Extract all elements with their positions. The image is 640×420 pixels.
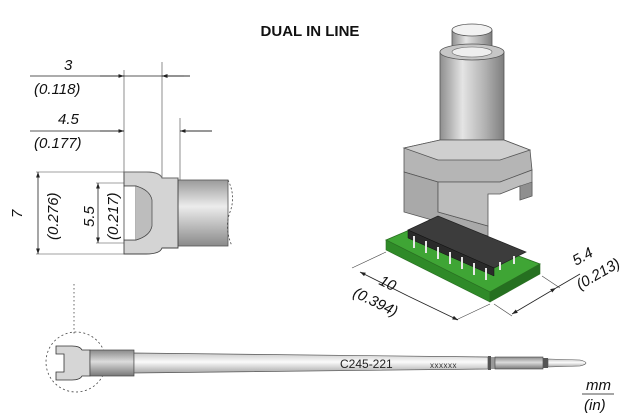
- dim-7-in: (0.276): [45, 192, 62, 240]
- diagram-title: DUAL IN LINE: [261, 23, 360, 40]
- unit-in: (in): [584, 397, 606, 414]
- isometric-view: 10 (0.394) 5.4 (0.213): [350, 23, 623, 320]
- dim-10-mm: 10: [376, 272, 399, 295]
- units-legend: mm (in): [582, 377, 614, 414]
- dim-7-mm: 7: [9, 209, 26, 218]
- tip-serial-label: xxxxxx: [430, 361, 457, 370]
- dim-4-5-mm: 4.5: [58, 111, 80, 128]
- dim-5-5-in: (0.217): [105, 192, 122, 240]
- dim-5-5-mm: 5.5: [81, 205, 98, 227]
- dim-4-5-in: (0.177): [34, 135, 82, 152]
- front-detail-view: 3 (0.118) 4.5 (0.177) 7 (0.276) 5.5 (0.2…: [9, 57, 233, 255]
- unit-mm: mm: [586, 377, 611, 394]
- full-tip-side-view: C245-221 xxxxxx: [45, 284, 587, 393]
- dim-3-mm: 3: [64, 57, 73, 74]
- dim-5-4-mm: 5.4: [570, 244, 597, 269]
- tip-model-label: C245-221: [340, 357, 393, 371]
- dim-3-in: (0.118): [34, 81, 80, 98]
- chip-pins: [413, 236, 515, 280]
